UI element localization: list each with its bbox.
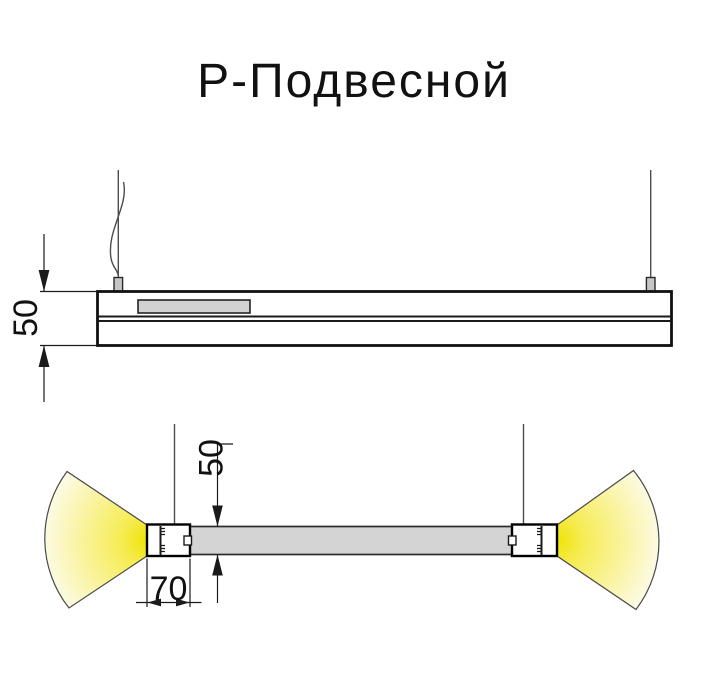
end-height-dimension: 50 (193, 439, 233, 603)
endcap-left-connector-teeth (160, 527, 165, 553)
page-title: Р-Подвесной (197, 55, 511, 108)
luminaire-profile-bar (189, 525, 513, 556)
dimension-arrow-up (38, 345, 50, 367)
light-beam-right (556, 469, 660, 611)
endcap-width-dimension: 70 (136, 558, 202, 608)
dimension-arrow-left (147, 598, 161, 607)
led-driver (137, 299, 251, 314)
extension-lines (40, 290, 97, 347)
extension-lines (146, 558, 191, 607)
endcap-left (145, 523, 192, 558)
endcap-right-connector-teeth (537, 527, 542, 553)
dimension-height-label: 50 (193, 439, 231, 477)
dimension-arrow-down (38, 270, 50, 292)
dimension-arrow-right (176, 598, 190, 607)
dimension-arrow-down (212, 505, 223, 527)
endcap-left-notch (183, 535, 193, 546)
side-view: 50 (7, 170, 673, 402)
body-profile-lines (98, 315, 671, 322)
cable-gland-left (113, 276, 124, 293)
endcap-right (510, 523, 559, 558)
cable-gland-right (645, 276, 656, 293)
dimension-width-label: 70 (150, 570, 188, 608)
light-beam-left (44, 470, 148, 609)
side-height-dimension: 50 (7, 234, 97, 402)
endcap-right-notch (507, 535, 517, 546)
dimension-height-label: 50 (7, 299, 45, 337)
dimension-arrow-up (212, 554, 223, 576)
end-view: 50 70 (44, 424, 660, 611)
luminaire-body (96, 290, 673, 347)
